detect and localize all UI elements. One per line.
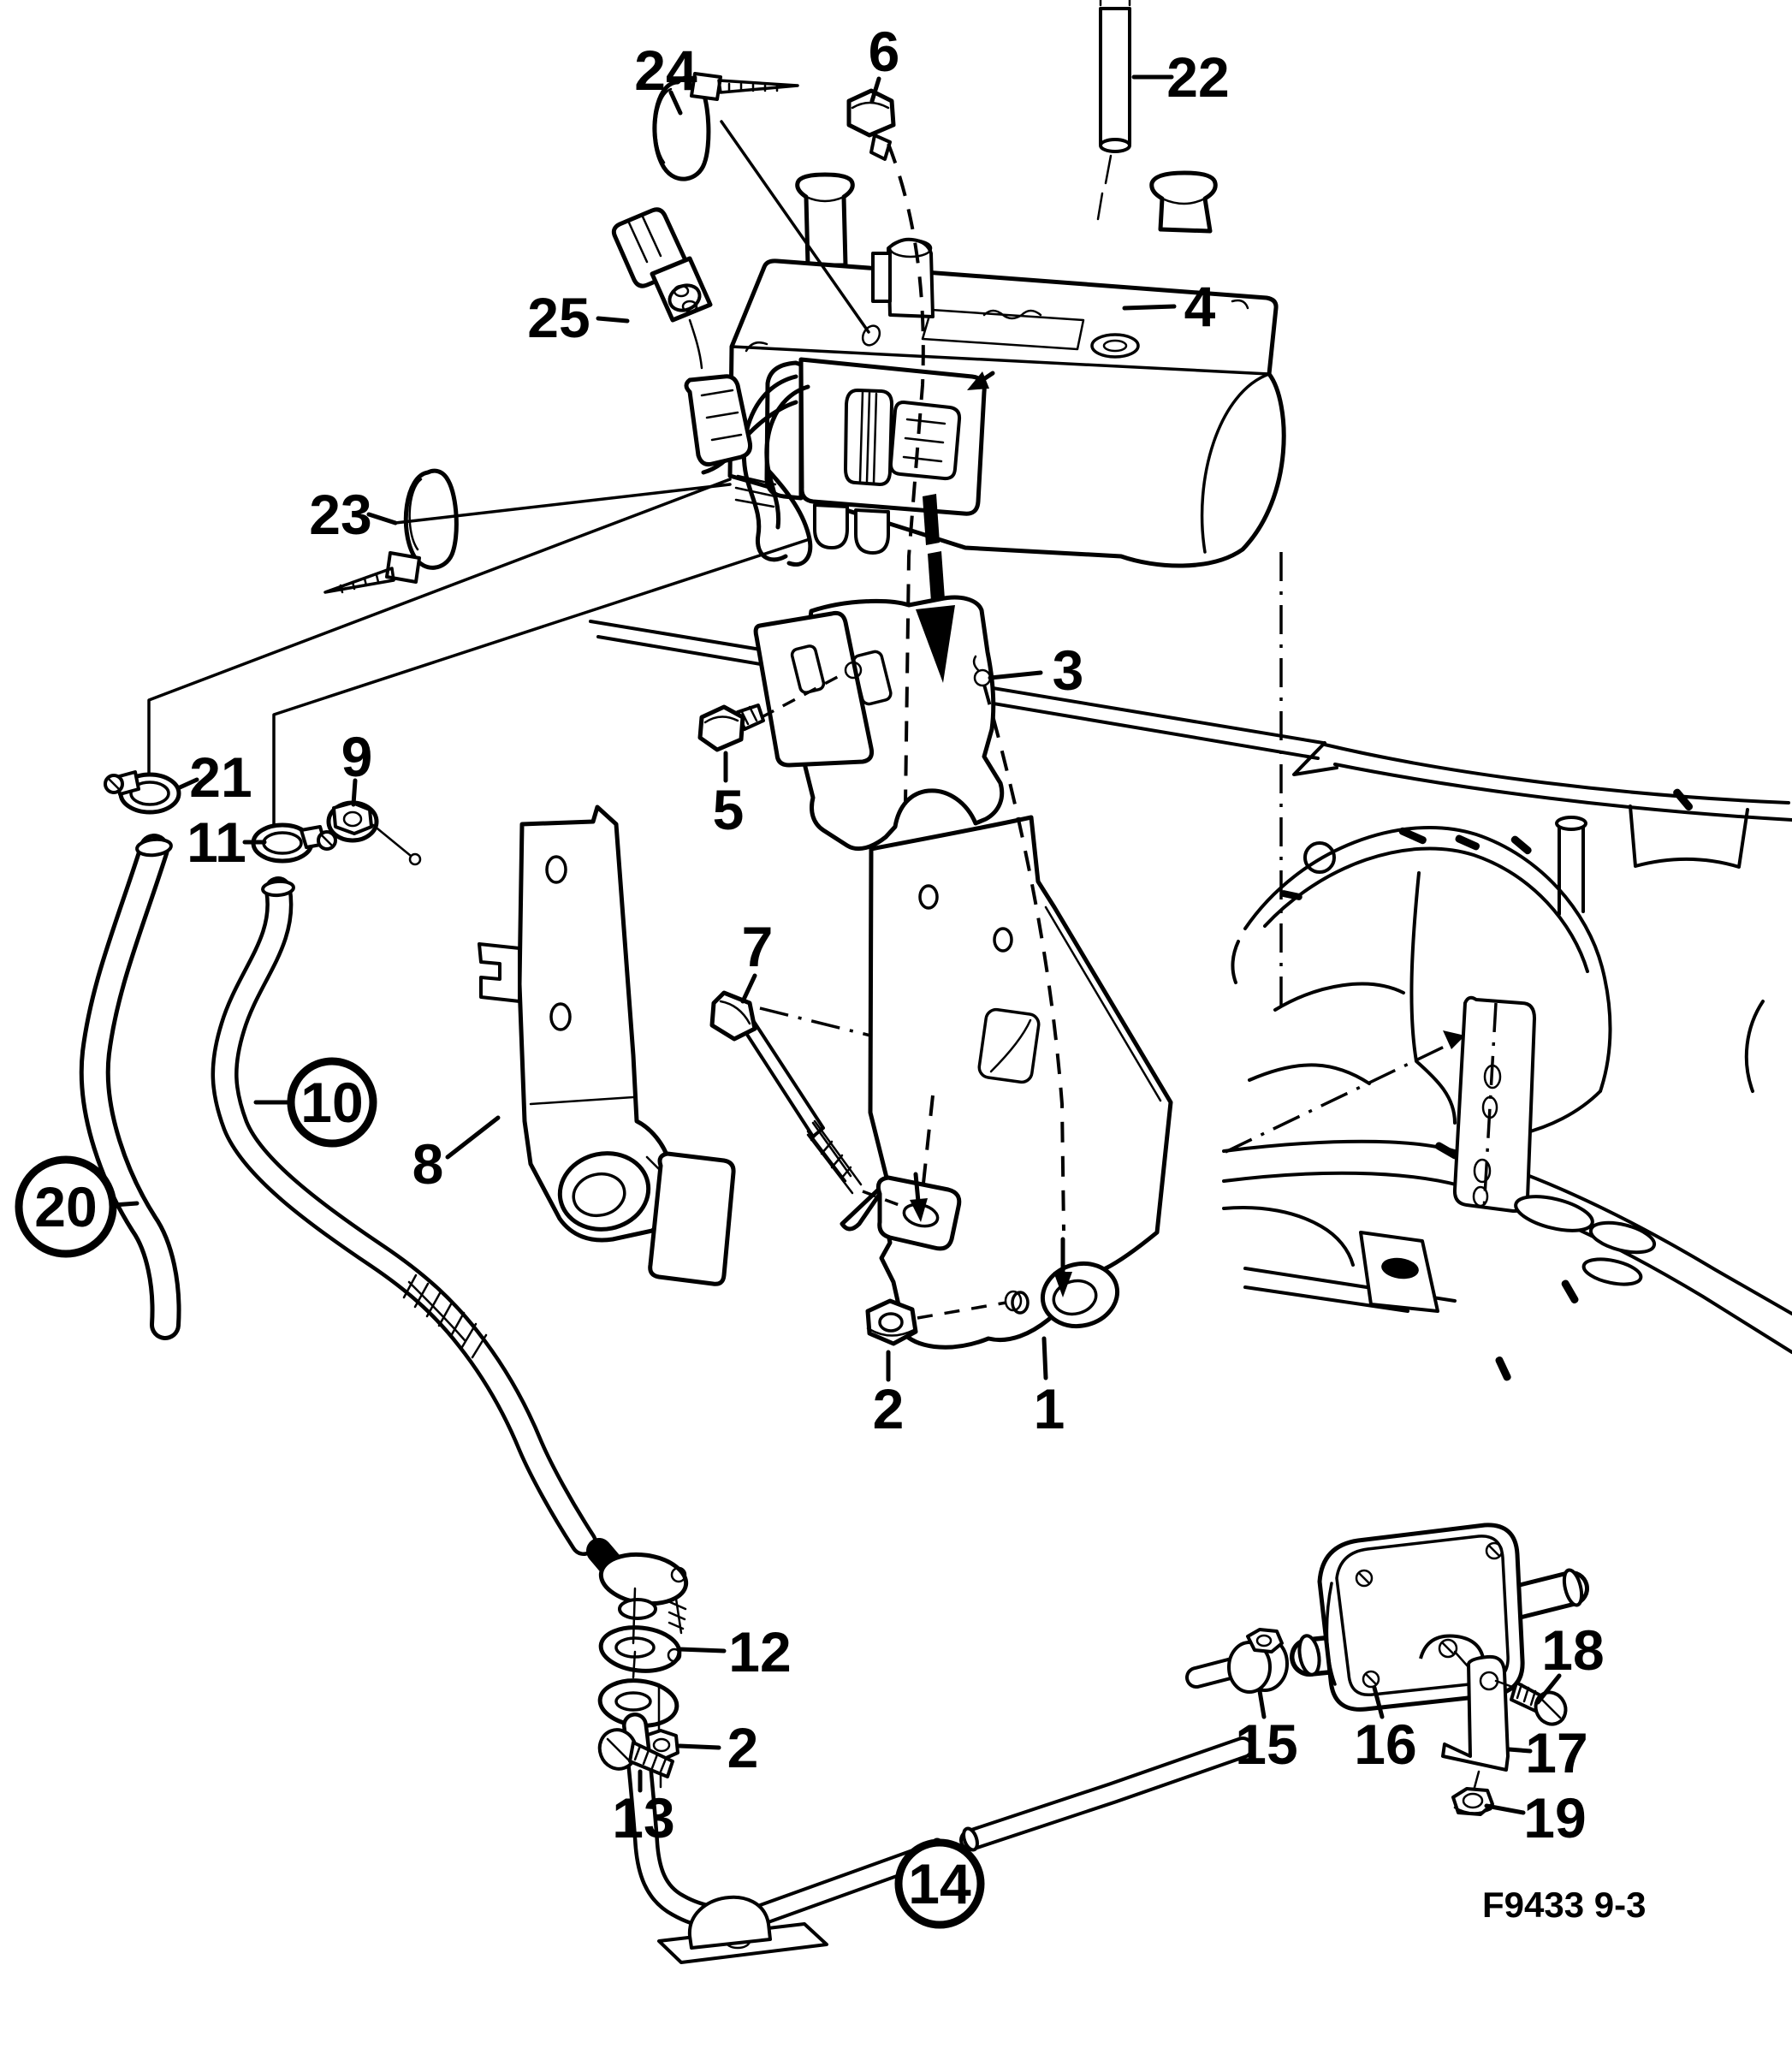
bolt-6 (846, 88, 1065, 1232)
callout-leader-16 (1372, 1685, 1385, 1719)
callout-circle-14 (894, 1838, 985, 1929)
callout-number-16: 16 (1354, 1713, 1416, 1776)
mounting-bracket-1 (840, 815, 1173, 1350)
callout-circle-20 (15, 1155, 117, 1258)
bottom-ports (813, 503, 890, 555)
pipe-clamp-15 (1185, 1628, 1289, 1694)
callout-number-11: 11 (187, 810, 246, 874)
callout-number-7: 7 (742, 915, 774, 978)
nut-19 (1451, 1770, 1494, 1816)
callout-leader-18 (1535, 1673, 1562, 1705)
callout-number-6: 6 (869, 20, 900, 83)
callout-number-19: 19 (1523, 1786, 1586, 1849)
callout-leader-8 (445, 1115, 501, 1160)
callout-number-25: 25 (527, 286, 590, 349)
small-arrow-connector (967, 371, 995, 390)
clamp-nut (1246, 1628, 1284, 1653)
gasket-12 (598, 1587, 682, 1679)
exhaust-pipe-22 (1096, 0, 1131, 221)
coolant-hose-20 (79, 834, 181, 1340)
reinforcement-plate (1452, 995, 1536, 1214)
callout-leader-2 (677, 1743, 721, 1750)
callout-leader-21 (175, 777, 199, 791)
callout-leader-15 (1257, 1689, 1267, 1719)
callout-number-8: 8 (412, 1132, 444, 1196)
bracket-hook-slot (977, 1007, 1041, 1084)
muffler-16 (1290, 1523, 1589, 1712)
nut-9 (326, 800, 422, 866)
callout-leader-1 (1041, 1336, 1048, 1380)
hose-clamp-21 (104, 770, 181, 815)
callout-number-22: 22 (1166, 45, 1229, 109)
callout-number-21: 21 (189, 745, 252, 809)
nut-2-upper (865, 1290, 1023, 1346)
panel-slots (1280, 788, 1694, 1381)
callout-leader-20 (111, 1201, 139, 1208)
callout-number-3: 3 (1053, 638, 1084, 702)
callout-leader-6 (869, 76, 881, 104)
fuel-pipe-14 (744, 1737, 1254, 1928)
install-direction-arrow (916, 494, 955, 683)
lower-flange (597, 1678, 679, 1732)
callout-number-4: 4 (1184, 275, 1216, 338)
bolt-7 (709, 990, 905, 1208)
pipe-clamp-13 (597, 1728, 828, 1964)
muffler-screws (1355, 1541, 1504, 1689)
cable-tie-24 (652, 72, 881, 347)
car-body-panel (1222, 552, 1792, 1381)
clamp-screw-13 (597, 1728, 674, 1778)
callout-number-13: 13 (612, 1786, 674, 1849)
callout-leader-25 (596, 316, 630, 324)
callout-number-2: 2 (727, 1716, 759, 1779)
callout-leader-4 (1122, 304, 1177, 311)
temperature-switch-25 (611, 207, 752, 466)
cable-tie-23 (323, 468, 459, 594)
heater-unit-4 (701, 170, 1286, 568)
top-hose-stub-left (795, 172, 855, 268)
top-hose-stub-right (1149, 170, 1218, 234)
bolt-5 (697, 671, 846, 752)
callout-number-24: 24 (634, 39, 697, 102)
callout-number-1: 1 (1034, 1377, 1065, 1440)
callout-number-12: 12 (728, 1620, 791, 1683)
callout-leader-7 (740, 973, 757, 1004)
figure-code: F9433 9-3 (1482, 1885, 1646, 1925)
support-bracket-8 (478, 804, 736, 1286)
front-stub (871, 237, 935, 318)
callout-number-9: 9 (341, 725, 373, 788)
hose-coil-guard (402, 1273, 488, 1359)
callout-number-23: 23 (309, 483, 371, 546)
wiring-loom (701, 374, 813, 567)
small-arrow-bracket (1053, 1237, 1072, 1297)
bolt-18 (1494, 1679, 1568, 1726)
callout-leader-19 (1484, 1803, 1526, 1815)
callout-leader-9 (351, 778, 358, 807)
callout-leader-23 (366, 512, 398, 525)
small-arrow-slot (910, 1172, 928, 1222)
callout-leader-24 (668, 90, 683, 116)
hanging-flap (645, 1151, 736, 1286)
callout-leader-17 (1506, 1747, 1533, 1754)
top-plate-details (745, 299, 1249, 359)
callout-leader-12 (677, 1647, 727, 1653)
bracket-clip (478, 942, 521, 1003)
callout-leader-3 (988, 670, 1043, 680)
muffler-bracket-17 (1441, 1650, 1510, 1772)
callout-number-15: 15 (1235, 1713, 1297, 1776)
callout-number-2: 2 (873, 1377, 905, 1440)
callout-number-5: 5 (713, 778, 745, 841)
switch-connector (684, 374, 752, 466)
callout-circle-10 (287, 1057, 377, 1148)
coolant-hose-10 (211, 876, 597, 1556)
callout-number-17: 17 (1525, 1721, 1587, 1784)
callout-number-10: 10 (300, 1071, 363, 1134)
connector-assembly (764, 357, 987, 516)
callout-number-20: 20 (34, 1175, 97, 1238)
callout-number-14: 14 (908, 1852, 971, 1915)
callout-number-18: 18 (1541, 1618, 1604, 1682)
